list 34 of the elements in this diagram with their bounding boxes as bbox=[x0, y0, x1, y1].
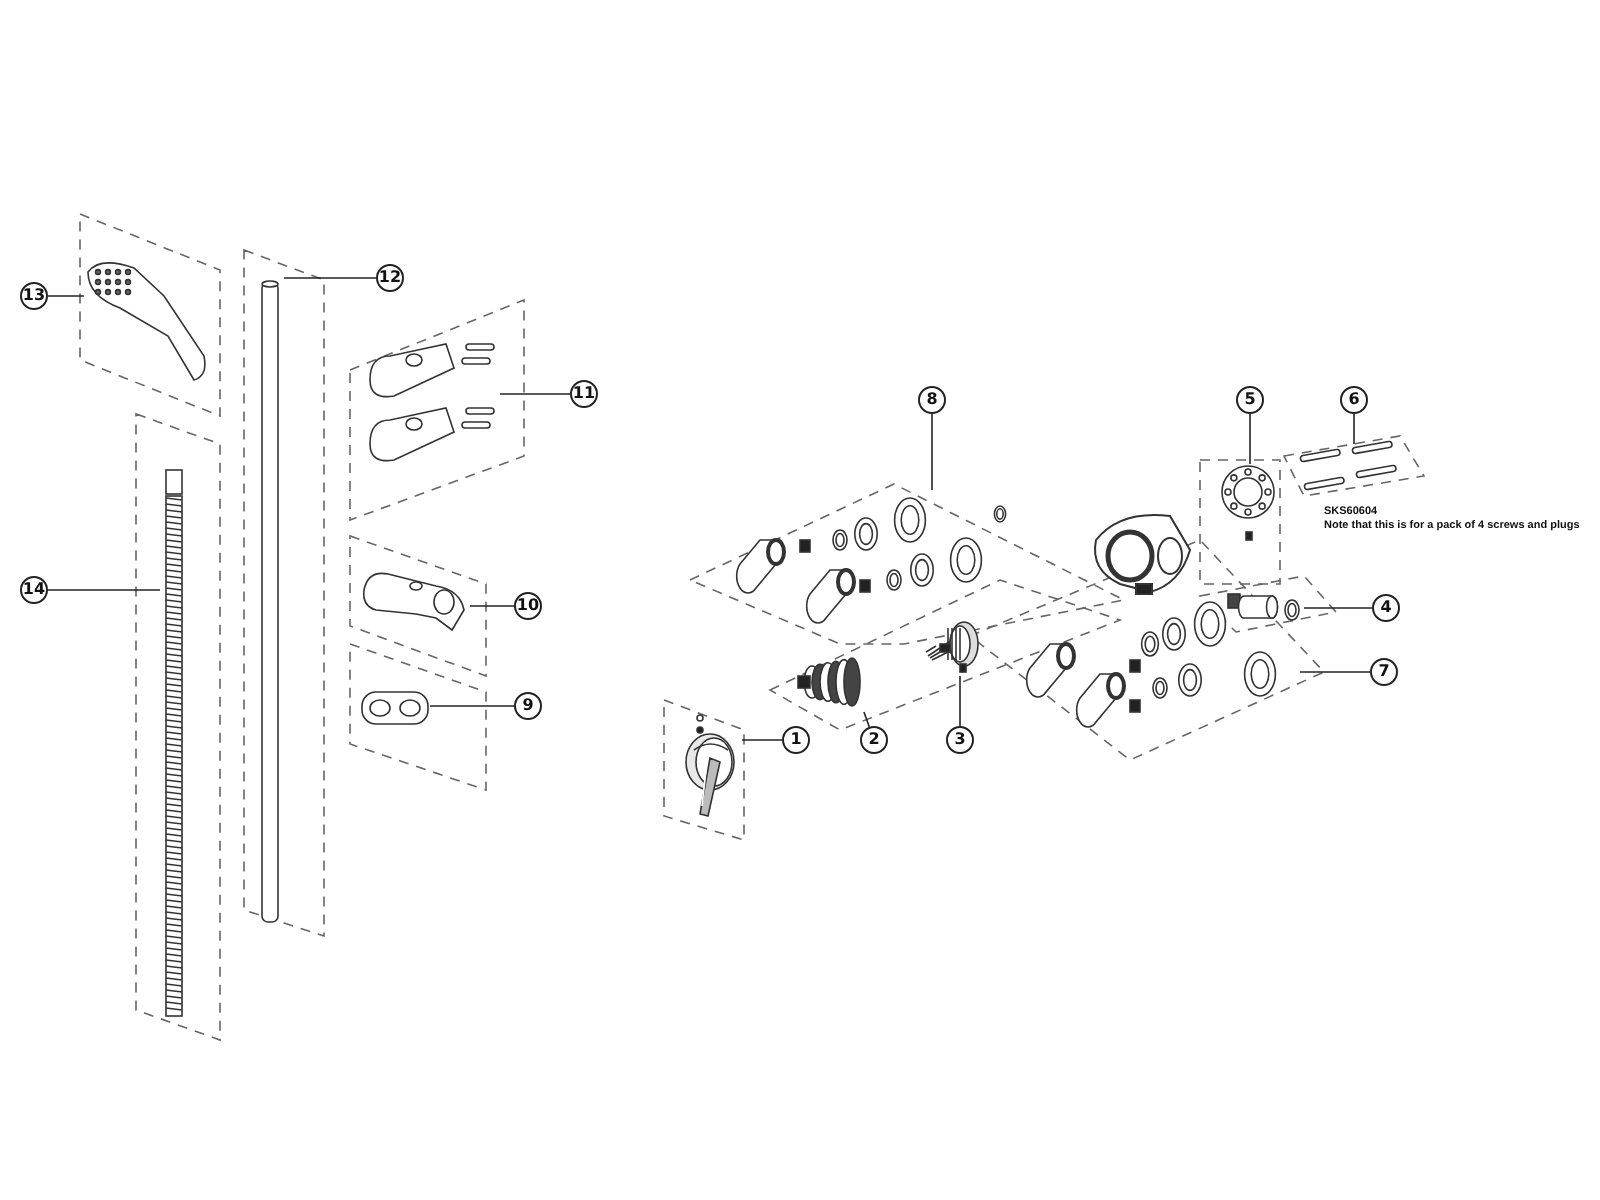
leader-line bbox=[1353, 413, 1355, 445]
callout-number: 11 bbox=[570, 380, 598, 408]
cartridge-drawing bbox=[924, 616, 984, 676]
callout-number: 1 bbox=[782, 726, 810, 754]
leader-line bbox=[47, 295, 85, 297]
riser-rail-drawing bbox=[256, 278, 284, 928]
leader-line bbox=[283, 277, 377, 279]
callout-number: 7 bbox=[1370, 658, 1398, 686]
leader-line bbox=[959, 675, 961, 727]
callout-number: 3 bbox=[946, 726, 974, 754]
leader-line bbox=[863, 711, 871, 728]
leader-line bbox=[1303, 607, 1373, 609]
leader-line bbox=[1299, 671, 1371, 673]
leader-line bbox=[931, 413, 933, 491]
wall-plate-drawing bbox=[1216, 464, 1280, 544]
leader-line bbox=[47, 589, 161, 591]
callout-number: 4 bbox=[1372, 594, 1400, 622]
leader-line bbox=[469, 605, 515, 607]
callout-number: 10 bbox=[514, 592, 542, 620]
cartridge-drawing bbox=[792, 652, 864, 712]
callout-number: 12 bbox=[376, 264, 404, 292]
callout-number: 14 bbox=[20, 576, 48, 604]
spacer-drawing bbox=[360, 686, 430, 730]
callout-number: 5 bbox=[1236, 386, 1264, 414]
callout-number: 8 bbox=[918, 386, 946, 414]
callout-number: 6 bbox=[1340, 386, 1368, 414]
leader-line bbox=[499, 393, 571, 395]
callout-number: 13 bbox=[20, 282, 48, 310]
callout-number: 2 bbox=[860, 726, 888, 754]
screws-drawing bbox=[1296, 444, 1400, 492]
leader-line bbox=[741, 739, 783, 741]
callout-number: 9 bbox=[514, 692, 542, 720]
leader-line bbox=[429, 705, 515, 707]
leader-line bbox=[1249, 413, 1251, 465]
